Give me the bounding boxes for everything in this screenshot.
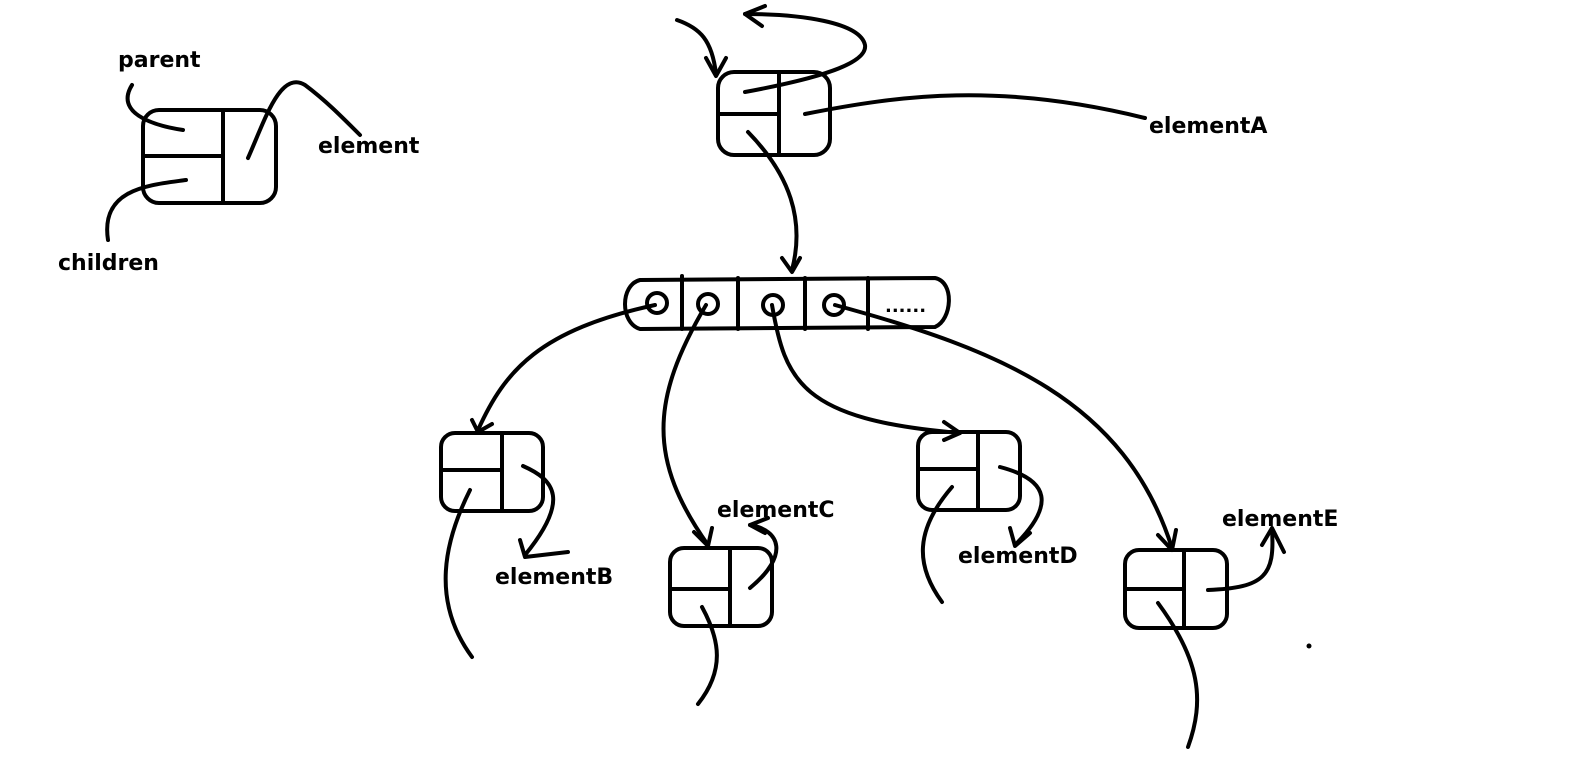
node-b-element-arrowhead	[518, 538, 570, 559]
legend-children-label: children	[58, 251, 159, 276]
slot-2-pointer	[661, 303, 710, 547]
node-e-children-pointer	[1156, 601, 1200, 749]
node-e	[1123, 526, 1286, 749]
stray-dot	[1306, 643, 1312, 649]
node-c-children-pointer	[696, 605, 719, 706]
node-a-children-pointer	[746, 130, 799, 272]
slot-3-pointer	[770, 303, 962, 435]
node-b-children-pointer	[443, 488, 474, 659]
legend-parent-label: parent	[118, 48, 201, 73]
legend-node	[105, 80, 362, 242]
node-c-element-pointer	[748, 523, 779, 590]
array-slot-4-circle	[822, 293, 846, 317]
children-array-box	[623, 276, 951, 331]
array-slot-2-circle	[696, 292, 720, 316]
node-d-element-label: elementD	[958, 544, 1078, 569]
legend-element-pointer	[246, 80, 362, 160]
node-d-children-pointer	[921, 485, 954, 604]
node-b-element-label: elementB	[495, 565, 614, 590]
slot-1-pointer	[476, 303, 657, 432]
array-slot-1-circle	[645, 291, 669, 315]
legend-parent-pointer	[125, 83, 185, 132]
node-a-parent-loop	[743, 12, 868, 94]
node-b	[439, 431, 570, 659]
node-c	[668, 516, 779, 706]
legend-element-label: element	[318, 134, 420, 159]
array-ellipsis: ......	[885, 296, 927, 317]
node-b-element-pointer	[521, 464, 556, 557]
node-d-element-pointer	[998, 465, 1044, 547]
node-e-element-pointer	[1206, 528, 1275, 592]
node-a-children-arrowhead	[780, 256, 802, 274]
node-a-incoming-arrow	[675, 18, 718, 76]
node-c-element-arrowhead	[748, 516, 770, 535]
slot-4-pointer	[833, 303, 1174, 550]
node-a-element-pointer	[803, 93, 1147, 120]
node-a-parent-loop-arrowhead	[743, 4, 767, 28]
node-d	[916, 430, 1044, 604]
children-array	[623, 274, 951, 331]
node-e-element-label: elementE	[1222, 507, 1339, 532]
legend-children-pointer	[105, 178, 188, 242]
node-a	[675, 4, 1147, 274]
node-d-element-arrowhead	[1008, 526, 1032, 548]
node-a-incoming-arrowhead	[704, 56, 728, 78]
node-a-element-label: elementA	[1149, 114, 1268, 139]
node-e-element-arrowhead	[1260, 526, 1286, 554]
node-c-element-label: elementC	[717, 498, 835, 523]
